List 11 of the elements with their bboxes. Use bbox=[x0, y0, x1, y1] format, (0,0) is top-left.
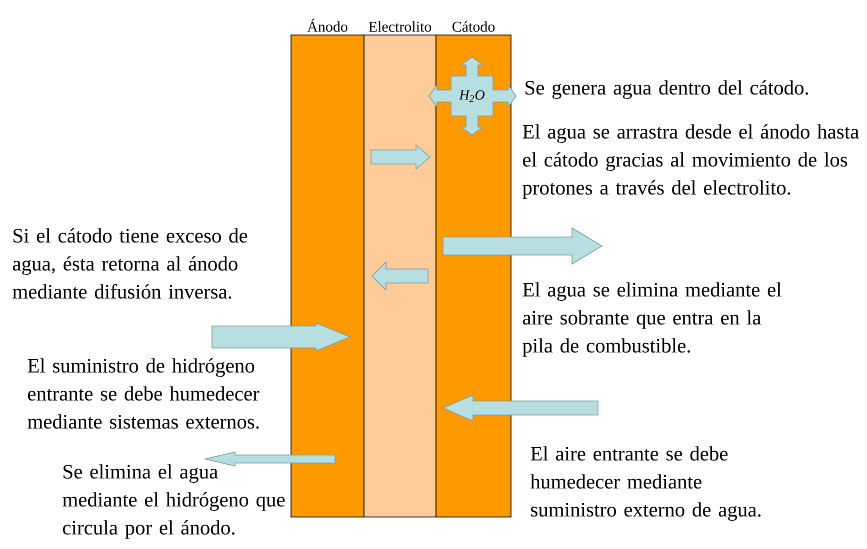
note-text: El agua se arrastra desde el ánodo hasta el cátodo gracias al movimiento de los protones a través del electrolito. bbox=[522, 124, 859, 199]
node-label: Electrolito bbox=[368, 21, 432, 32]
note-text: El agua se elimina mediante el aire sobrante que entra en la pila de combustible. bbox=[522, 282, 782, 357]
note-text: El suministro de hidrógeno entrante se debe humedecer mediante sistemas externos. bbox=[28, 358, 260, 429]
node-label: Ánodo bbox=[307, 18, 348, 32]
note-text: Si el cátodo tiene exceso de agua, ésta retorna al ánodo mediante difusión inversa. bbox=[12, 228, 248, 299]
node-label: Cátodo bbox=[452, 21, 495, 32]
note-text: Se elimina el agua mediante el hidrógeno que circula por el ánodo. bbox=[62, 464, 285, 539]
layer-band: Ánodo bbox=[290, 18, 364, 518]
note-text: El aire entrante se debe humedecer mediante suministro externo de agua. bbox=[530, 446, 761, 521]
water-cross: H$_{2}$O bbox=[428, 56, 516, 136]
